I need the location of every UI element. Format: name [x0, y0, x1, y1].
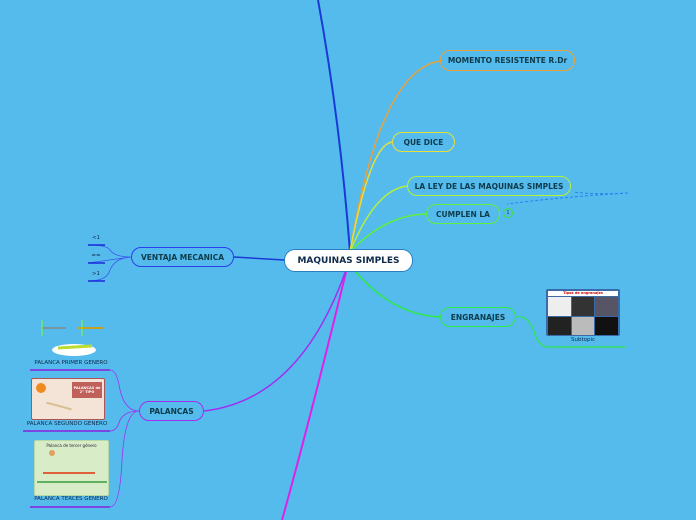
subtopic-palanca-terces-genero[interactable]: PALANCA TERCES GENERO	[34, 496, 108, 502]
subtopic-less-than-1[interactable]: <1	[91, 235, 101, 241]
central-topic-label: MAQUINAS SIMPLES	[297, 255, 400, 266]
topic-la-ley[interactable]: LA LEY DE LAS MAQUINAS SIMPLES	[407, 176, 571, 196]
topic-label: QUE DICE	[403, 137, 444, 147]
topic-que-dice[interactable]: QUE DICE	[392, 132, 455, 152]
topic-label: CUMPLEN LA	[436, 209, 490, 219]
topic-label: LA LEY DE LAS MAQUINAS SIMPLES	[414, 181, 564, 191]
first-class-lever-image	[38, 318, 108, 358]
subtopic-equal[interactable]: ==	[91, 253, 101, 259]
third-class-lever-caption: Palanca de tercer género	[46, 443, 97, 448]
third-class-lever-image: Palanca de tercer género	[34, 440, 109, 496]
gears-image-title: Tipos de engranajes	[548, 291, 618, 296]
subtopic-label[interactable]: Subtopic	[570, 337, 596, 343]
subtopic-palanca-segundo-genero[interactable]: PALANCA SEGUNDO GENERO	[26, 421, 108, 427]
topic-ventaja-mecanica[interactable]: VENTAJA MECANICA	[131, 247, 234, 267]
gears-image: Tipos de engranajes	[546, 289, 620, 336]
second-class-lever-caption: PALANCAS de 2° TIPO	[72, 382, 102, 398]
relationship-count-badge[interactable]: 1	[503, 208, 513, 218]
subtopic-greater-than-1[interactable]: >1	[91, 271, 101, 277]
topic-label: VENTAJA MECANICA	[140, 252, 225, 262]
second-class-lever-image: PALANCAS de 2° TIPO	[31, 378, 105, 420]
badge-count: 1	[506, 210, 510, 216]
topic-label: ENGRANAJES	[450, 312, 506, 322]
topic-label: MOMENTO RESISTENTE R.Dr	[447, 56, 568, 65]
topic-palancas[interactable]: PALANCAS	[139, 401, 204, 421]
topic-engranajes[interactable]: ENGRANAJES	[440, 307, 516, 327]
topic-momento-resistente[interactable]: MOMENTO RESISTENTE R.Dr	[440, 50, 575, 71]
subtopic-palanca-primer-genero[interactable]: PALANCA PRIMER GENERO	[34, 360, 108, 366]
central-topic[interactable]: MAQUINAS SIMPLES	[284, 249, 413, 272]
topic-label: PALANCAS	[149, 406, 194, 416]
topic-cumplen-la[interactable]: CUMPLEN LA	[426, 204, 500, 224]
